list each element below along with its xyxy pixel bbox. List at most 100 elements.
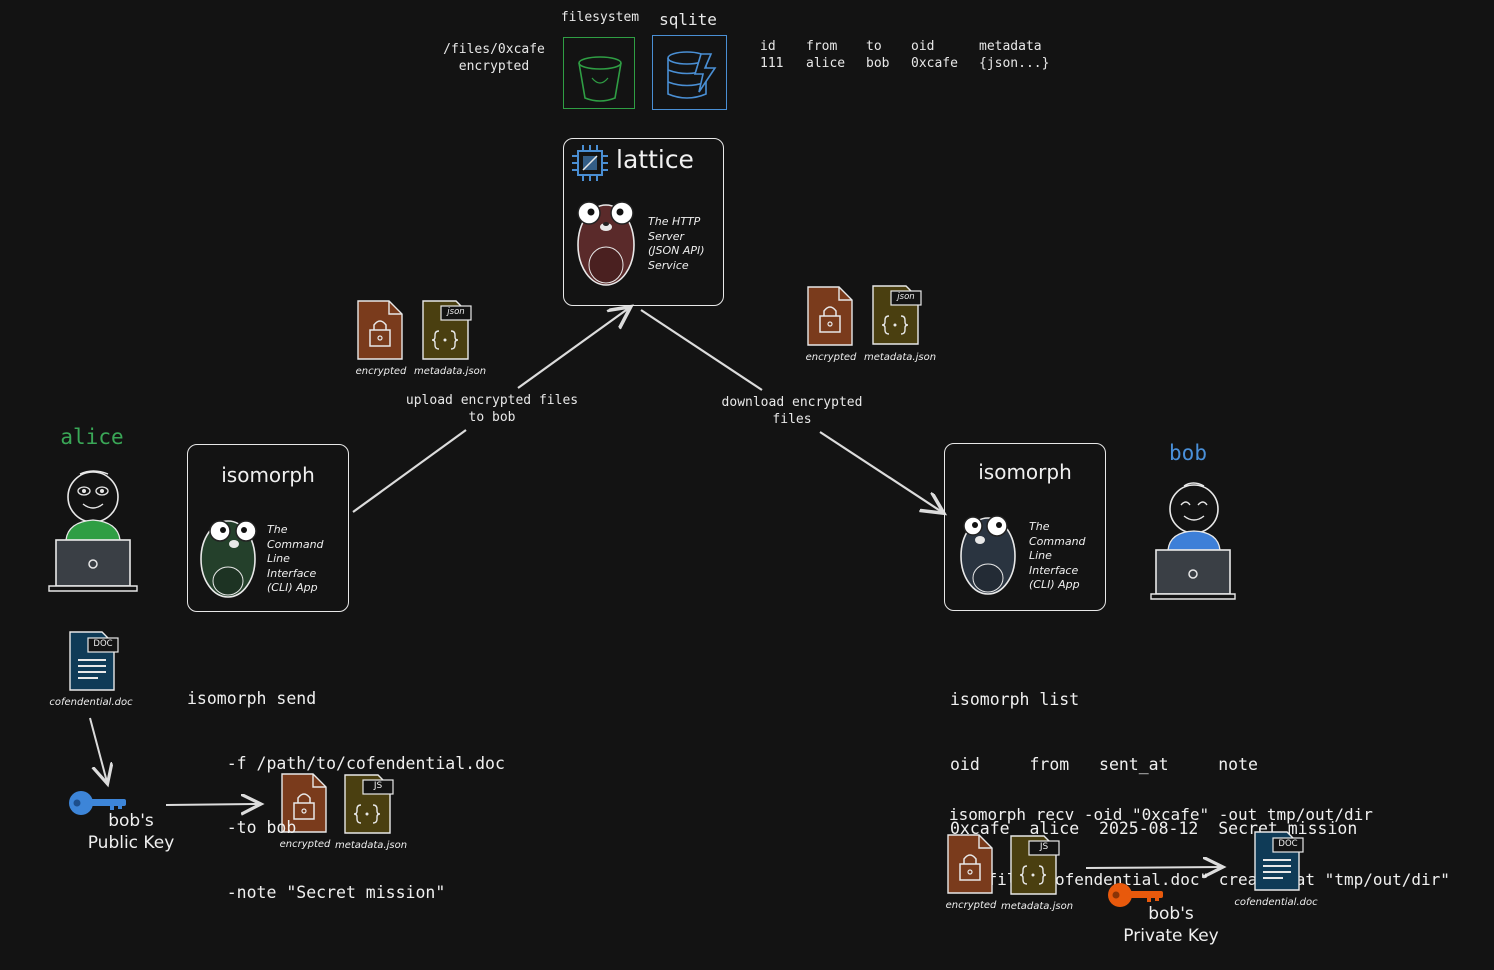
download-metadata-file: json xyxy=(872,284,924,351)
client-desc-line: The xyxy=(1029,520,1050,533)
client-desc-line: Line xyxy=(267,552,290,565)
private-key-label-line1: bob's xyxy=(1148,904,1194,924)
bucket-icon xyxy=(578,56,622,102)
upload-label-line2: to bob xyxy=(468,410,516,425)
server-desc-line: The HTTP xyxy=(648,215,701,228)
db-table: id from to oid metadata 111 alice bob 0x… xyxy=(760,38,1049,72)
db-header-row: id from to oid metadata xyxy=(760,38,1049,55)
alice-label: alice xyxy=(60,425,124,449)
database-icon xyxy=(667,51,717,99)
encrypt-arrow xyxy=(165,804,259,805)
download-label-line1: download encrypted xyxy=(721,395,863,410)
public-key-label-line2: Public Key xyxy=(87,833,175,853)
doc-file-icon xyxy=(1254,831,1304,891)
public-key-icon xyxy=(69,791,126,815)
client-desc-line: (CLI) App xyxy=(1029,578,1080,591)
download-encrypted-label: encrypted xyxy=(805,352,857,363)
doc-tag: DOC xyxy=(93,639,113,649)
chip-icon xyxy=(572,145,608,181)
alice-person-icon xyxy=(48,470,138,592)
db-value-from: alice xyxy=(806,56,846,71)
storage-path-line2: encrypted xyxy=(458,59,530,74)
upload-encrypted-file xyxy=(357,300,405,365)
filesystem-box xyxy=(563,37,635,109)
client-right-gopher-icon xyxy=(960,515,1016,595)
decrypted-doc-file: DOC xyxy=(1253,830,1305,897)
db-header-oid: oid xyxy=(911,39,935,54)
send-command-line: -f /path/to/cofendential.doc xyxy=(187,753,505,773)
private-key-icon xyxy=(1108,883,1163,907)
storage-path-line1: /files/0xcafe xyxy=(443,42,545,57)
db-value-id: 111 xyxy=(760,56,784,71)
client-desc-line: Interface xyxy=(1029,563,1079,577)
doc-tag: DOC xyxy=(1278,839,1298,849)
server-desc-line: Service xyxy=(648,258,689,272)
js-tag: JS xyxy=(1039,842,1049,852)
received-metadata-label: metadata.json xyxy=(1000,901,1074,912)
client-desc-line: The xyxy=(267,523,288,536)
download-label: download encrypted files xyxy=(715,394,869,428)
db-value-oid: 0xcafe xyxy=(911,56,958,71)
local-metadata-label: metadata.json xyxy=(334,840,408,851)
upload-label: upload encrypted files to bob xyxy=(400,392,584,426)
client-left-description: The Command Line Interface (CLI) App xyxy=(267,523,324,596)
server-desc-line: Server xyxy=(648,229,685,243)
upload-encrypted-label: encrypted xyxy=(355,366,407,377)
encrypted-file-icon xyxy=(281,773,327,833)
list-command-line: 0xcafe alice 2025-08-12 Secret mission xyxy=(950,819,1358,838)
upload-metadata-file: json xyxy=(422,299,474,366)
encrypted-file-icon xyxy=(807,286,853,346)
client-desc-line: Command xyxy=(1029,534,1086,548)
send-command-line: isomorph send xyxy=(187,689,317,708)
db-value-metadata: {json...} xyxy=(979,56,1050,71)
local-metadata-file: JS xyxy=(344,773,396,840)
client-right-title: isomorph xyxy=(978,460,1072,484)
metadata-file-icon xyxy=(872,285,922,345)
local-encrypted-label: encrypted xyxy=(279,839,331,850)
download-metadata-label: metadata.json xyxy=(863,352,937,363)
json-tag: json xyxy=(897,292,915,302)
client-desc-line: Line xyxy=(1029,549,1052,562)
public-key-label: bob's Public Key xyxy=(78,810,184,854)
local-encrypted-file xyxy=(281,773,327,838)
lattice-server-box: lattice The HTTP Server (JSON API) Servi… xyxy=(563,138,724,306)
server-desc-line: (JSON API) xyxy=(648,244,705,257)
db-header-to: to xyxy=(866,39,882,54)
metadata-file-icon xyxy=(422,300,472,360)
private-key-label-line2: Private Key xyxy=(1123,926,1219,946)
client-desc-line: Interface xyxy=(267,566,317,580)
download-arrow-upper xyxy=(640,309,763,391)
send-command-line: -to bob xyxy=(187,818,297,837)
decrypted-doc-label: cofendential.doc xyxy=(1234,897,1318,908)
json-tag: json xyxy=(447,307,465,317)
upload-arrow-upper xyxy=(517,308,629,389)
bob-person-icon xyxy=(1150,482,1236,600)
server-title: lattice xyxy=(616,145,694,174)
received-metadata-file: JS xyxy=(1010,834,1062,901)
list-command-line: oid from sent_at note xyxy=(950,754,1258,774)
sqlite-box xyxy=(652,35,727,110)
client-right-description: The Command Line Interface (CLI) App xyxy=(1029,520,1086,593)
doc-to-key-arrow xyxy=(89,717,107,782)
upload-label-line1: upload encrypted files xyxy=(405,393,579,408)
private-key-label: bob's Private Key xyxy=(1112,903,1230,947)
received-encrypted-label: encrypted xyxy=(945,900,997,911)
public-key-label-line1: bob's xyxy=(108,811,154,831)
alice-doc-label: cofendential.doc xyxy=(49,697,133,708)
isomorph-client-right: isomorph The Command Line Interface (CLI… xyxy=(944,443,1106,611)
metadata-file-icon xyxy=(344,774,394,834)
db-header-id: id xyxy=(760,39,776,54)
storage-path: /files/0xcafe encrypted xyxy=(440,41,548,75)
send-command: isomorph send -f /path/to/cofendential.d… xyxy=(187,645,505,925)
db-header-from: from xyxy=(806,39,838,54)
bob-label: bob xyxy=(1169,441,1207,465)
decrypt-arrow xyxy=(1085,867,1221,868)
client-left-title: isomorph xyxy=(221,463,315,487)
doc-file-icon xyxy=(69,631,119,691)
sqlite-label: sqlite xyxy=(659,10,717,29)
client-desc-line: (CLI) App xyxy=(267,581,318,594)
isomorph-client-left: isomorph The Command Line Interface (CLI… xyxy=(187,444,349,612)
received-encrypted-file xyxy=(947,834,993,899)
client-desc-line: Command xyxy=(267,537,324,551)
